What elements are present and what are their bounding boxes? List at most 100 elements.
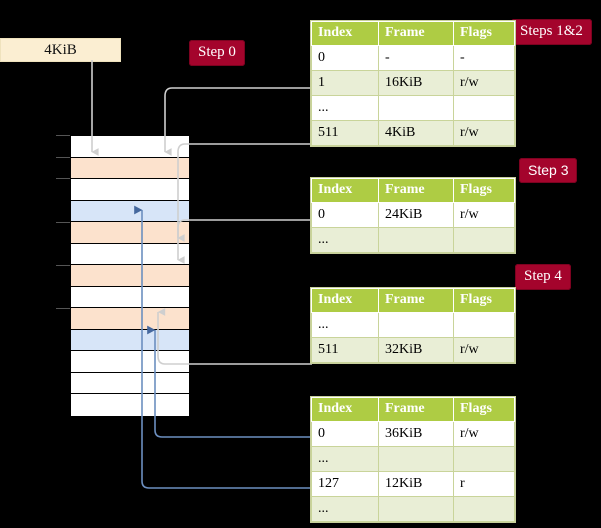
cell-frame (378, 95, 454, 121)
column-header-flags: Flags (453, 288, 515, 313)
column-header-frame: Frame (378, 288, 454, 313)
wire-pd-entry0-to-memory (177, 219, 312, 264)
memory-tick (56, 265, 70, 266)
cell-index: ... (311, 95, 379, 121)
cell-flags: r/w (453, 202, 515, 228)
column-header-index: Index (311, 397, 379, 422)
memory-row (71, 157, 189, 180)
table-row: ... (311, 227, 515, 253)
cell-frame: 32KiB (378, 337, 454, 363)
cell-flags: r/w (453, 421, 515, 447)
cell-flags: r (453, 471, 515, 497)
badge-step-4-label: Step 4 (524, 268, 562, 284)
column-header-flags: Flags (453, 397, 515, 422)
memory-tick (56, 178, 70, 179)
cell-index: ... (311, 446, 379, 472)
wire-pdpt-entry511-to-memory (177, 143, 312, 242)
memory-tick (56, 308, 70, 309)
table-step-4-upper: Index Frame Flags ... 511 32KiB r/w (311, 288, 515, 363)
table-steps-1-2: Index Frame Flags 0 - - 1 16KiB r/w ... (311, 21, 515, 146)
column-header-flags: Flags (453, 21, 515, 46)
table-step-3: Index Frame Flags 0 24KiB r/w ... (311, 178, 515, 253)
memory-row (71, 136, 189, 158)
table-row: 127 12KiB r (311, 471, 515, 497)
table-row: 0 24KiB r/w (311, 202, 515, 228)
memory-row (71, 222, 189, 244)
memory-row (71, 394, 189, 416)
table-row: ... (311, 95, 515, 121)
memory-row (71, 200, 189, 223)
column-header-flags: Flags (453, 178, 515, 203)
cell-index: ... (311, 496, 379, 522)
badge-steps-1-2-label: Steps 1&2 (520, 23, 583, 39)
column-header-index: Index (311, 21, 379, 46)
cell-frame: 4KiB (378, 120, 454, 146)
table-row: 511 32KiB r/w (311, 337, 515, 363)
memory-tick (56, 135, 70, 136)
cell-flags (453, 95, 515, 121)
column-header-frame: Frame (378, 178, 454, 203)
cell-flags (453, 227, 515, 253)
column-header-index: Index (311, 288, 379, 313)
memory-row (71, 179, 189, 201)
memory-row (71, 286, 189, 309)
table-header-row: Index Frame Flags (311, 397, 515, 422)
cell-index: 1 (311, 70, 379, 96)
cell-flags (453, 312, 515, 338)
cell-frame (378, 227, 454, 253)
page-size-box: 4KiB (0, 38, 121, 62)
table-row: 0 - - (311, 45, 515, 71)
badge-step-0-label: Step 0 (198, 44, 236, 60)
memory-row (71, 329, 189, 352)
cell-frame: 16KiB (378, 70, 454, 96)
cell-index: 0 (311, 45, 379, 71)
cell-frame (378, 446, 454, 472)
table-header-row: Index Frame Flags (311, 178, 515, 203)
badge-steps-1-2: Steps 1&2 (511, 19, 592, 45)
cell-index: 0 (311, 421, 379, 447)
cell-frame (378, 496, 454, 522)
cell-frame: 12KiB (378, 471, 454, 497)
cell-flags: r/w (453, 70, 515, 96)
cell-index: ... (311, 312, 379, 338)
cell-frame: 24KiB (378, 202, 454, 228)
table-step-4-lower: Index Frame Flags 0 36KiB r/w ... 127 12… (311, 397, 515, 522)
cell-flags: - (453, 45, 515, 71)
column-header-frame: Frame (378, 21, 454, 46)
cell-index: 511 (311, 120, 379, 146)
memory-tick (56, 157, 70, 158)
column-header-index: Index (311, 178, 379, 203)
cell-index: 127 (311, 471, 379, 497)
table-row: ... (311, 312, 515, 338)
column-header-frame: Frame (378, 397, 454, 422)
physical-memory-column (70, 135, 190, 416)
table-row: 511 4KiB r/w (311, 120, 515, 146)
table-row: ... (311, 496, 515, 522)
badge-step-0: Step 0 (189, 40, 245, 66)
cell-flags: r/w (453, 120, 515, 146)
cell-flags (453, 446, 515, 472)
cell-frame: - (378, 45, 454, 71)
cell-index: ... (311, 227, 379, 253)
badge-step-3: Step 3 (519, 158, 578, 183)
table-row: 0 36KiB r/w (311, 421, 515, 447)
table-row: 1 16KiB r/w (311, 70, 515, 96)
cell-index: 0 (311, 202, 379, 228)
cell-index: 511 (311, 337, 379, 363)
badge-step-3-label: Step 3 (528, 162, 569, 178)
badge-step-4: Step 4 (515, 264, 571, 290)
memory-row (71, 308, 189, 330)
memory-row (71, 243, 189, 266)
memory-row (71, 351, 189, 373)
cell-flags: r/w (453, 337, 515, 363)
table-header-row: Index Frame Flags (311, 288, 515, 313)
table-header-row: Index Frame Flags (311, 21, 515, 46)
memory-row (71, 265, 189, 287)
memory-tick (56, 222, 70, 223)
cell-frame (378, 312, 454, 338)
table-row: ... (311, 446, 515, 472)
page-size-label: 4KiB (44, 41, 77, 58)
cell-flags (453, 496, 515, 522)
cell-frame: 36KiB (378, 421, 454, 447)
